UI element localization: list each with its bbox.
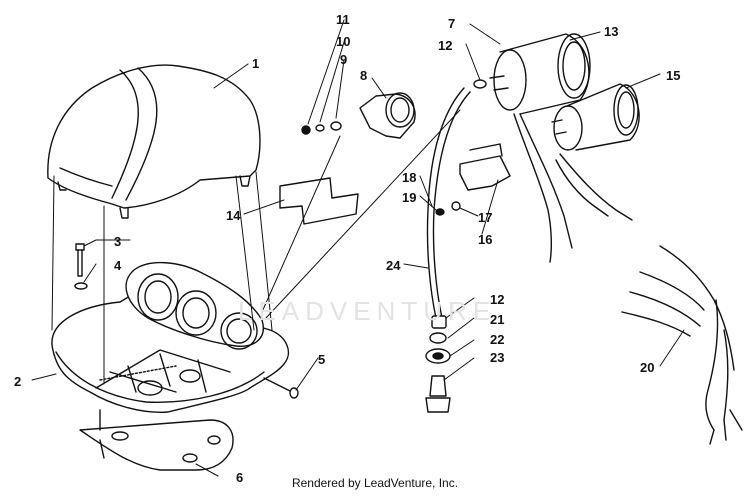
part-11-nut [301, 125, 311, 135]
callout-18: 18 [402, 170, 416, 185]
callout-20: 20 [640, 360, 654, 375]
callout-6: 6 [236, 470, 243, 485]
callout-15: 15 [666, 68, 680, 83]
part-1-hood [47, 64, 261, 219]
part-22-nut [425, 348, 451, 364]
callout-11: 11 [336, 12, 350, 27]
part-12-ferrule [431, 315, 447, 329]
callout-17: 17 [478, 210, 492, 225]
part-15-gauge [551, 83, 640, 151]
callout-24: 24 [386, 258, 401, 273]
callout-2: 2 [14, 374, 21, 389]
part-20-harness [621, 245, 743, 445]
part-3-bolt [75, 243, 85, 277]
callout-9: 9 [340, 52, 347, 67]
part-4-washer [74, 282, 88, 290]
part-10-washer [315, 124, 325, 132]
gauge-wire-leads [513, 113, 633, 263]
callout-8: 8 [360, 68, 367, 83]
callout-23: 23 [490, 350, 504, 365]
callout-12-top: 12 [438, 38, 452, 53]
callout-3: 3 [114, 234, 121, 249]
part-13-gauge [473, 33, 591, 115]
callout-22: 22 [490, 332, 504, 347]
part-14-bracket [279, 177, 359, 225]
part-2-housing [51, 261, 289, 413]
part-9-washer [330, 121, 342, 131]
callout-4: 4 [114, 258, 122, 273]
part-6-plate [79, 409, 234, 471]
callout-16: 16 [478, 232, 492, 247]
callout-12-bottom: 12 [490, 292, 504, 307]
callout-21: 21 [490, 312, 504, 327]
callout-19: 19 [402, 190, 416, 205]
leader-lines [31, 19, 685, 477]
callout-14: 14 [226, 208, 241, 223]
part-8-mount [359, 92, 416, 139]
part-21-washer [429, 332, 447, 344]
render-credit: Rendered by LeadVenture, Inc. [291, 476, 459, 490]
part-19-nut [435, 208, 445, 216]
callout-13: 13 [604, 24, 618, 39]
callout-10: 10 [336, 34, 350, 49]
callout-7: 7 [448, 16, 455, 31]
callout-1: 1 [252, 56, 259, 71]
callout-5: 5 [318, 352, 325, 367]
part-16-bracket [459, 143, 511, 191]
part-5-screw [263, 377, 299, 399]
part-17-washer [451, 201, 461, 211]
part-23-fitting [425, 375, 451, 413]
watermark: LEADVENTURE [238, 296, 497, 326]
callout-labels: 1 2 3 4 5 6 7 8 9 10 11 12 13 14 15 16 1… [14, 12, 680, 485]
